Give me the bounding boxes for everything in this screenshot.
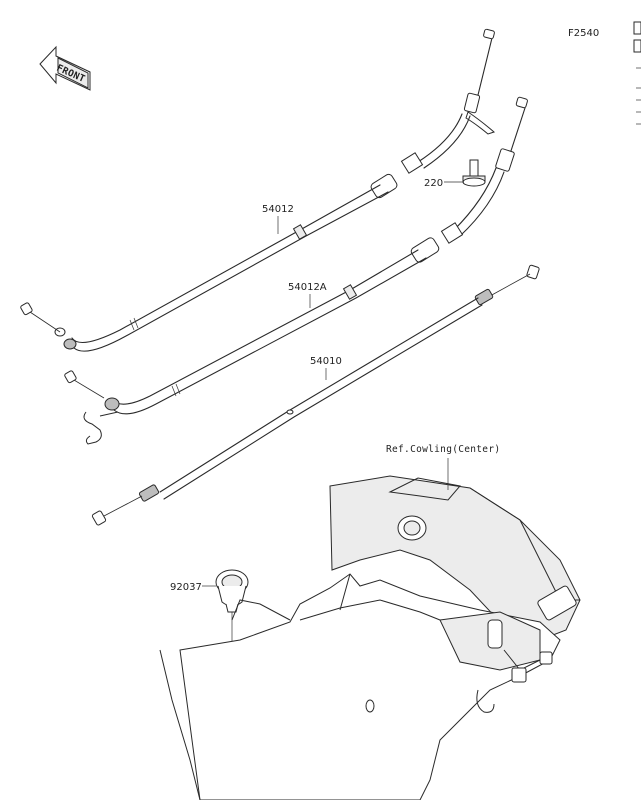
- cable-54010: [91, 264, 540, 526]
- label-reference-cowling: Ref.Cowling(Center): [386, 444, 500, 490]
- figure-code: F2540: [568, 28, 599, 39]
- svg-text:Ref.Cowling(Center): Ref.Cowling(Center): [386, 444, 500, 455]
- bolt-220: [462, 159, 486, 187]
- label-54012a: 54012A: [288, 282, 327, 308]
- right-edge-fragments: [633, 21, 641, 125]
- cable-54012: [20, 28, 495, 352]
- svg-text:54012: 54012: [262, 204, 294, 215]
- cowling-center: [159, 475, 581, 800]
- label-92037: 92037: [170, 582, 216, 593]
- label-220: 220: [424, 178, 464, 189]
- svg-text:220: 220: [424, 178, 443, 189]
- svg-text:54010: 54010: [310, 356, 342, 367]
- cable-54012a: [64, 96, 528, 445]
- label-54010: 54010: [310, 356, 342, 380]
- grommet-92037: [215, 569, 249, 663]
- label-54012: 54012: [262, 204, 294, 234]
- front-arrow-icon: FRONT: [39, 45, 91, 91]
- svg-text:54012A: 54012A: [288, 282, 327, 293]
- svg-text:92037: 92037: [170, 582, 202, 593]
